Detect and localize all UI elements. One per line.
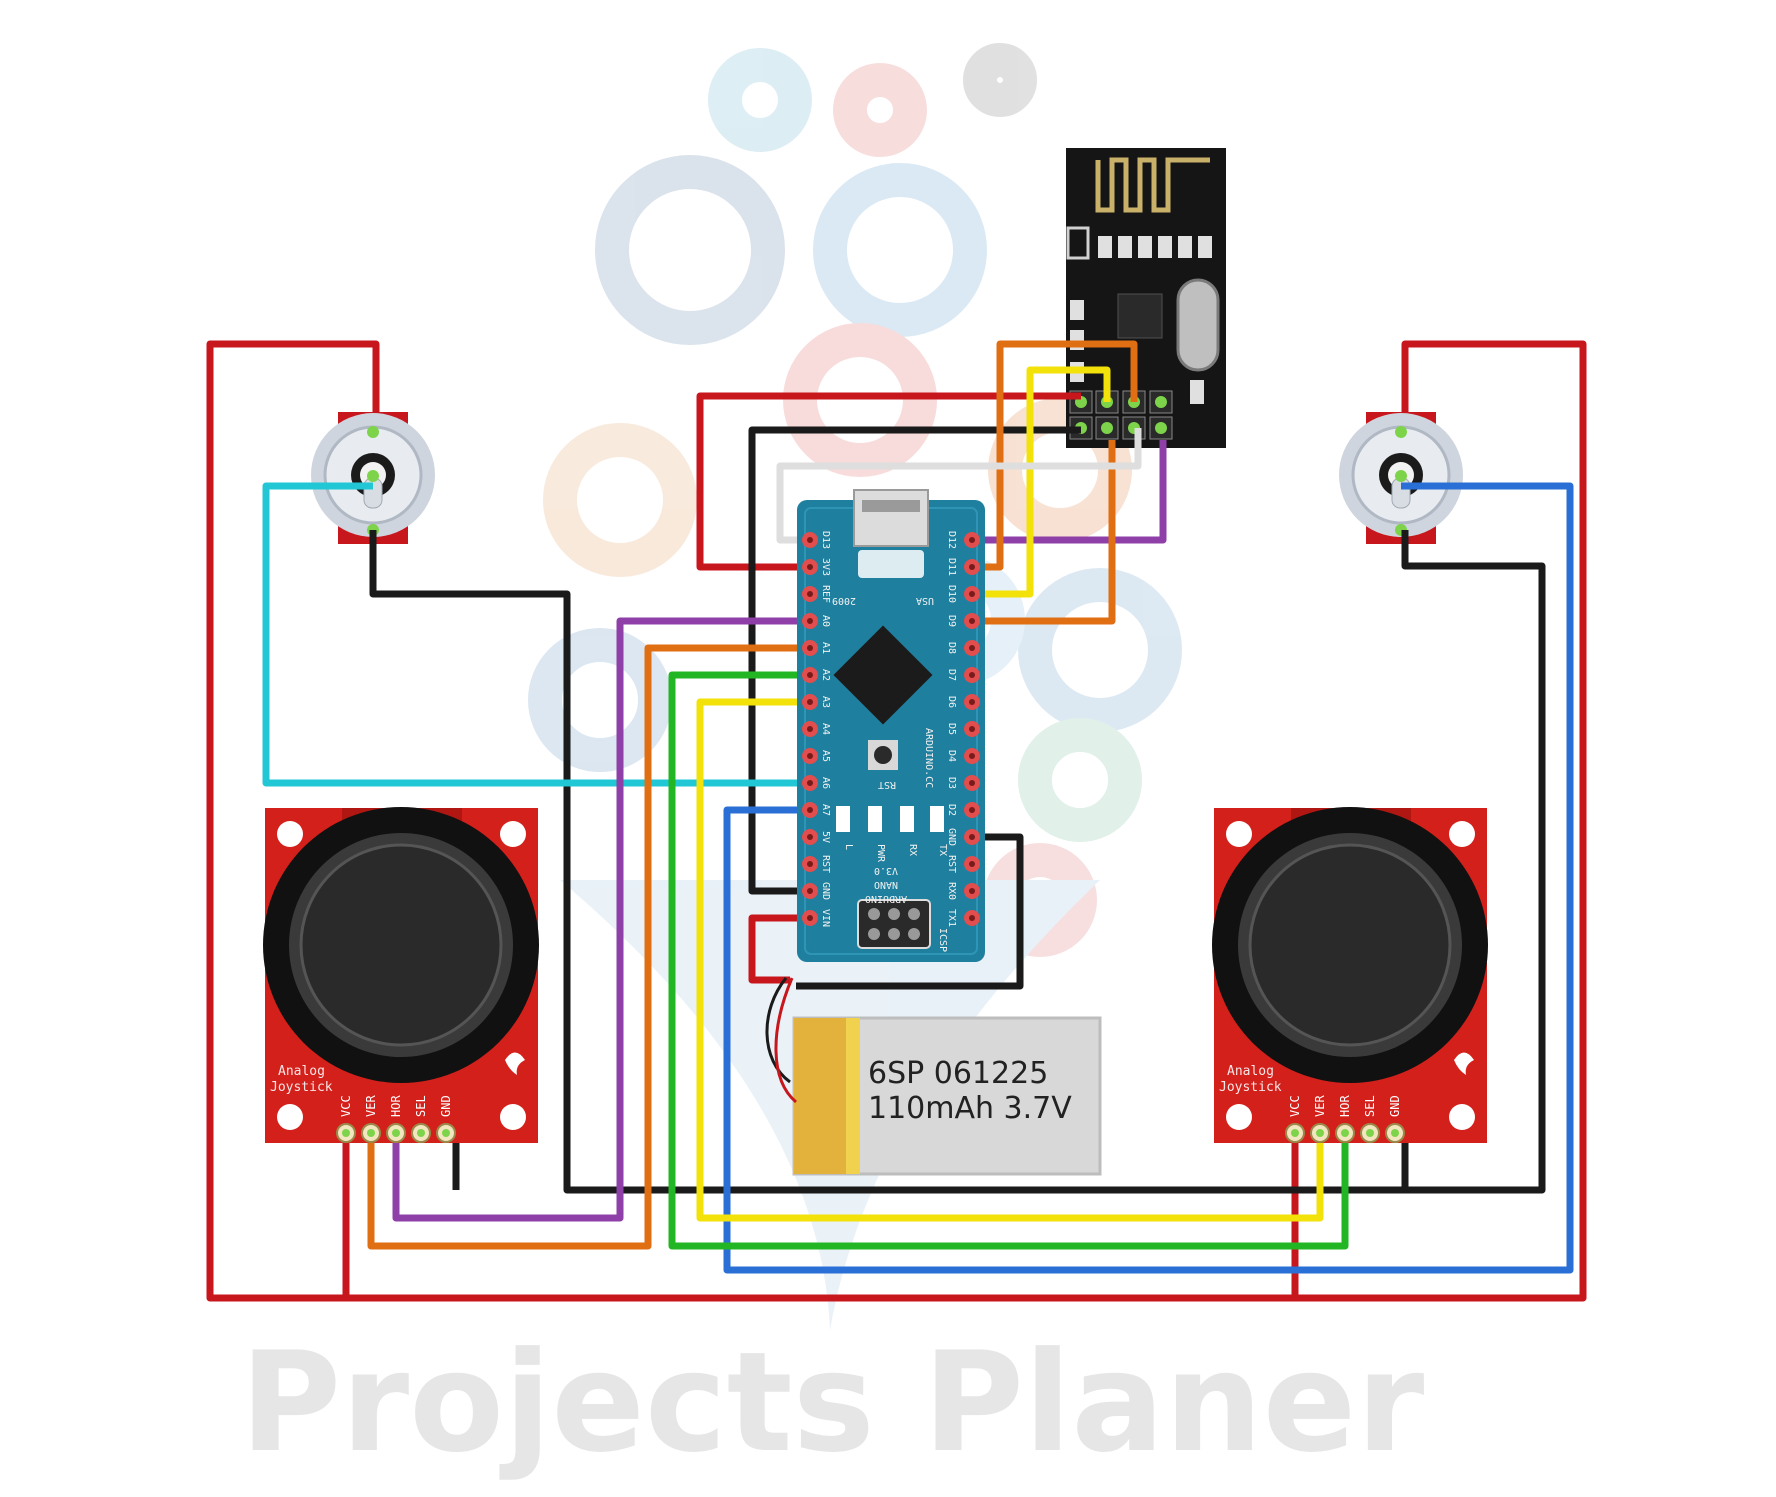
nano-pin-label: D10: [946, 585, 957, 603]
nano-pin-label: RST: [820, 855, 831, 873]
nano-model-line2: NANO: [874, 879, 898, 890]
joystick-pin-label: SEL: [414, 1095, 428, 1117]
nrf-orange-wire-2: [972, 440, 1116, 625]
right-ver-wire: [696, 698, 1324, 1222]
nrf-yellow-wire: [972, 366, 1111, 598]
joystick-pin-label: HOR: [1338, 1095, 1352, 1117]
arduino-nano: 2009 USA ARDUINO.CC RST L PWR RX TX ARDU…: [797, 489, 985, 962]
nrf-white-wire: [776, 428, 1142, 544]
nano-pin-label: D4: [946, 750, 957, 762]
nano-pin-label: A5: [820, 750, 831, 762]
nano-pin-label: D5: [946, 723, 957, 735]
joystick-pin-label: VER: [364, 1095, 378, 1117]
joystick-right-label-1: Analog: [1227, 1064, 1274, 1079]
toggle-switch-left[interactable]: [311, 412, 435, 544]
nano-model-line1: ARDUINO: [865, 893, 907, 904]
nano-pin-label: VIN: [820, 909, 831, 927]
nano-pin-label: 5V: [820, 831, 831, 843]
nano-icsp: ICSP: [937, 928, 948, 952]
nano-pin-label: A6: [820, 777, 831, 789]
joystick-right: Analog Joystick VCC VER HOR SEL GND: [1212, 807, 1488, 1143]
lipo-battery: 6SP 061225 110mAh 3.7V: [765, 977, 1102, 1176]
nano-pin-label: D3: [946, 777, 957, 789]
joystick-right-label-2: Joystick: [1219, 1080, 1282, 1095]
battery-model: 6SP 061225: [868, 1056, 1048, 1091]
battery-spec: 110mAh 3.7V: [868, 1091, 1072, 1126]
joystick-pin-label: VCC: [339, 1095, 353, 1117]
nano-pin-label: GND: [946, 828, 957, 846]
joystick-pin-label: VCC: [1288, 1095, 1302, 1117]
nano-pin-label: A2: [820, 669, 831, 681]
wires: [206, 340, 1587, 1302]
power-loop-wire: [206, 340, 1587, 1302]
vin-wire: [748, 914, 810, 984]
nano-version: V3.0: [874, 865, 898, 876]
nano-pin-label: D6: [946, 696, 957, 708]
nano-pin-label: D11: [946, 558, 957, 576]
nano-year: 2009: [832, 595, 856, 606]
joystick-left-label-1: Analog: [278, 1064, 325, 1079]
nrf-purple-wire: [972, 440, 1167, 544]
nano-pin-label: A7: [820, 804, 831, 816]
nano-pin-label: GND: [820, 882, 831, 900]
left-ver-wire: [367, 644, 810, 1250]
joystick-pin-label: HOR: [389, 1095, 403, 1117]
joystick-pin-label: VER: [1313, 1095, 1327, 1117]
nano-pin-label: A4: [820, 723, 831, 735]
nano-pin-label: D2: [946, 804, 957, 816]
switch-right-signal-wire: [723, 482, 1574, 1274]
nrf-gnd-wire: [748, 426, 1081, 895]
battery-gnd-wire: [796, 833, 1024, 990]
nano-led-tx: TX: [937, 844, 948, 856]
nano-pin-label: D7: [946, 669, 957, 681]
left-hor-wire: [392, 617, 810, 1222]
nano-pin-label: D9: [946, 615, 957, 627]
nano-brand: ARDUINO.CC: [923, 728, 934, 788]
nano-led-rx: RX: [907, 844, 918, 856]
nano-pin-label: 3V3: [820, 558, 831, 576]
nano-led-pwr: PWR: [875, 844, 886, 863]
switch-left-signal-wire: [262, 482, 810, 787]
nano-pin-label: D12: [946, 531, 957, 549]
nano-pin-label: D13: [820, 531, 831, 549]
nano-pin-label: A3: [820, 696, 831, 708]
nano-pin-label: RST: [946, 855, 957, 873]
nrf-orange-wire: [972, 340, 1138, 571]
watermark-text: Projects Planer: [240, 1322, 1424, 1483]
nano-pin-label: TX1: [946, 909, 957, 927]
nano-pin-label: REF: [820, 585, 831, 603]
nano-pin-label: RX0: [946, 882, 957, 900]
joystick-pin-label: GND: [439, 1095, 453, 1117]
nano-pin-label: A0: [820, 615, 831, 627]
right-hor-wire: [668, 671, 1349, 1250]
nano-led-l: L: [843, 844, 854, 850]
joystick-left: Analog Joystick VCC VER HOR SEL GND: [263, 807, 539, 1143]
joystick-right-pins: VCC VER HOR SEL GND: [1285, 1095, 1405, 1143]
joystick-pin-label: GND: [1388, 1095, 1402, 1117]
toggle-switch-right[interactable]: [1339, 412, 1463, 544]
joystick-pin-label: SEL: [1363, 1095, 1377, 1117]
ground-bus-wire: [369, 530, 1546, 1194]
nano-rst-label: RST: [878, 779, 896, 790]
nano-origin: USA: [916, 595, 934, 606]
joystick-left-label-2: Joystick: [270, 1080, 333, 1095]
joystick-left-pins: VCC VER HOR SEL GND: [336, 1095, 456, 1143]
nrf24l01-module: [1066, 148, 1226, 448]
nano-pin-label: A1: [820, 642, 831, 654]
nano-pin-label: D8: [946, 642, 957, 654]
